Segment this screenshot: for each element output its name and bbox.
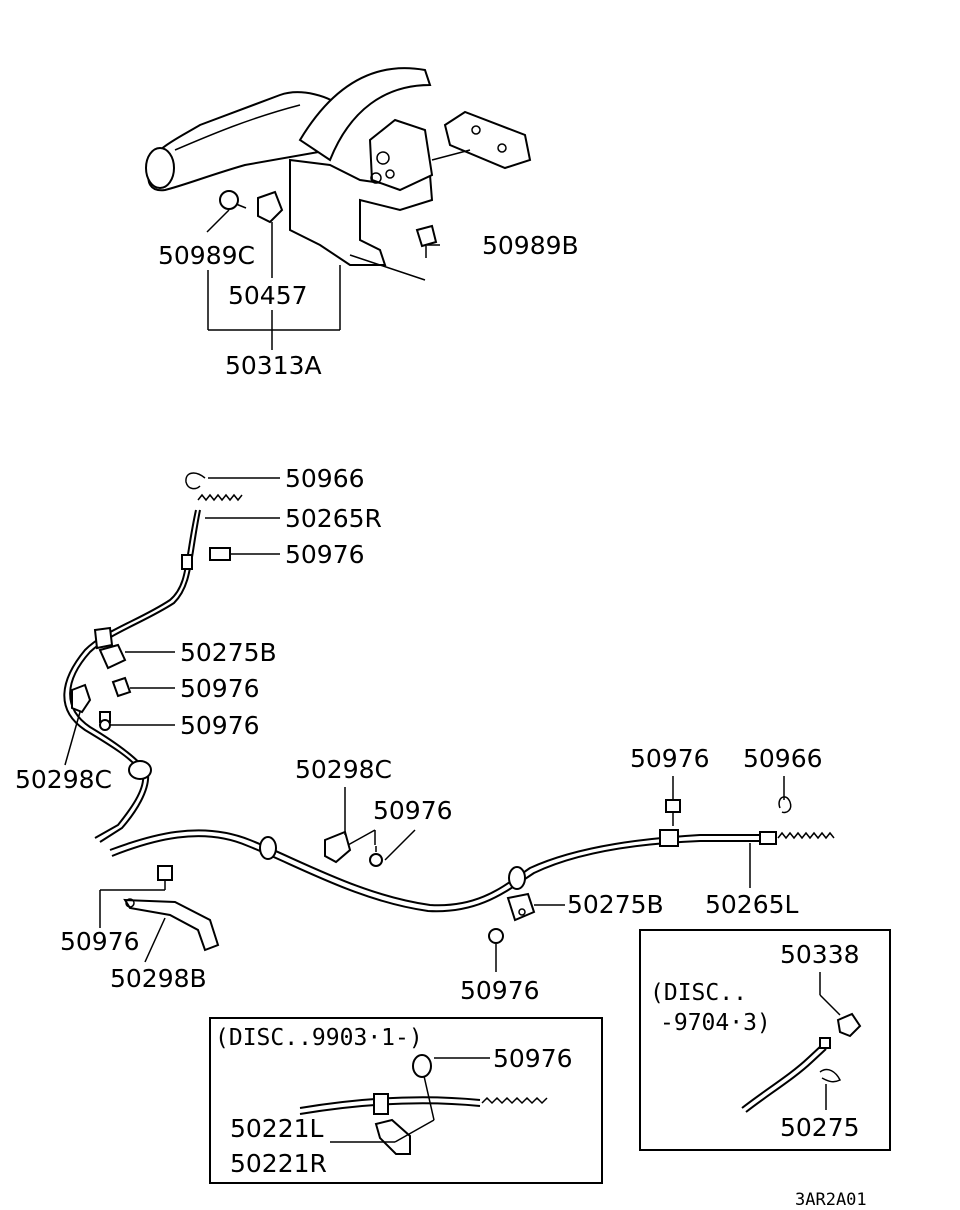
cable-assembly <box>63 472 835 972</box>
label-50976-a: 50976 <box>285 540 365 569</box>
label-50976-b: 50976 <box>180 674 260 703</box>
label-50313A: 50313A <box>225 351 322 380</box>
label-50976-e: 50976 <box>630 744 710 773</box>
label-50989B: 50989B <box>482 231 579 260</box>
label-50298C-left: 50298C <box>15 765 112 794</box>
label-50265L: 50265L <box>705 890 799 919</box>
note-disc-bottom: (DISC..9903·1-) <box>215 1025 423 1051</box>
label-50989C: 50989C <box>158 241 255 270</box>
label-50966-top: 50966 <box>285 464 365 493</box>
label-50221L: 50221L <box>230 1114 324 1143</box>
label-50976-d: 50976 <box>373 796 453 825</box>
label-50265R: 50265R <box>285 504 382 533</box>
label-50338: 50338 <box>780 940 860 969</box>
label-50976-c: 50976 <box>180 711 260 740</box>
label-50976-f: 50976 <box>60 927 140 956</box>
label-50457: 50457 <box>228 281 308 310</box>
label-50976-h: 50976 <box>493 1044 573 1073</box>
label-50275: 50275 <box>780 1113 860 1142</box>
note-disc-right-1: (DISC.. <box>650 980 747 1006</box>
label-50221R: 50221R <box>230 1149 327 1178</box>
label-50976-g: 50976 <box>460 976 540 1005</box>
brake-lever-assembly <box>145 67 532 350</box>
label-50966-right: 50966 <box>743 744 823 773</box>
label-50298B: 50298B <box>110 964 207 993</box>
label-50298C-mid: 50298C <box>295 755 392 784</box>
detail-box-bottom <box>209 1017 603 1184</box>
label-50275B-a: 50275B <box>180 638 277 667</box>
note-disc-right-2: -9704·3) <box>660 1010 771 1036</box>
diagram-code: 3AR2A01 <box>795 1190 867 1210</box>
detail-box-right <box>639 929 891 1151</box>
label-50275B-b: 50275B <box>567 890 664 919</box>
